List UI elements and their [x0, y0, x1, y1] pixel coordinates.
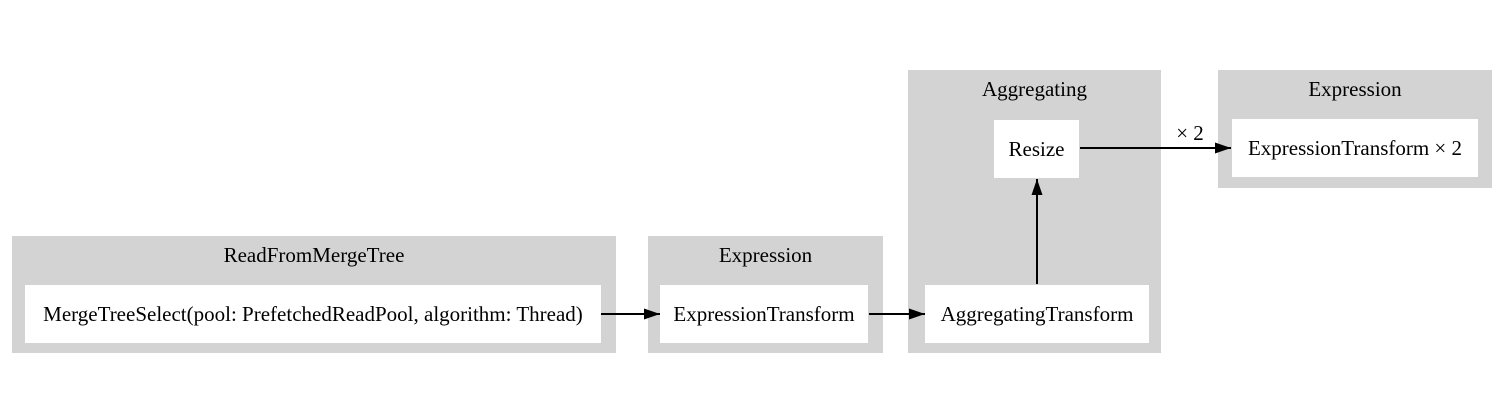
cluster-title-expression-1: Expression: [718, 243, 813, 267]
node-aggregating-transform: AggregatingTransform: [925, 285, 1149, 343]
cluster-title-aggregating: Aggregating: [982, 77, 1087, 101]
node-expression-transform: ExpressionTransform: [660, 285, 868, 343]
node-resize: Resize: [994, 120, 1079, 178]
node-expression-transform-x2: ExpressionTransform × 2: [1232, 119, 1478, 177]
edge-multiplier-label: × 2: [1176, 121, 1204, 145]
cluster-title-expression-2: Expression: [1308, 77, 1402, 101]
node-merge-tree-select: MergeTreeSelect(pool: PrefetchedReadPool…: [25, 285, 601, 343]
cluster-title-read-from-merge-tree: ReadFromMergeTree: [223, 243, 405, 267]
